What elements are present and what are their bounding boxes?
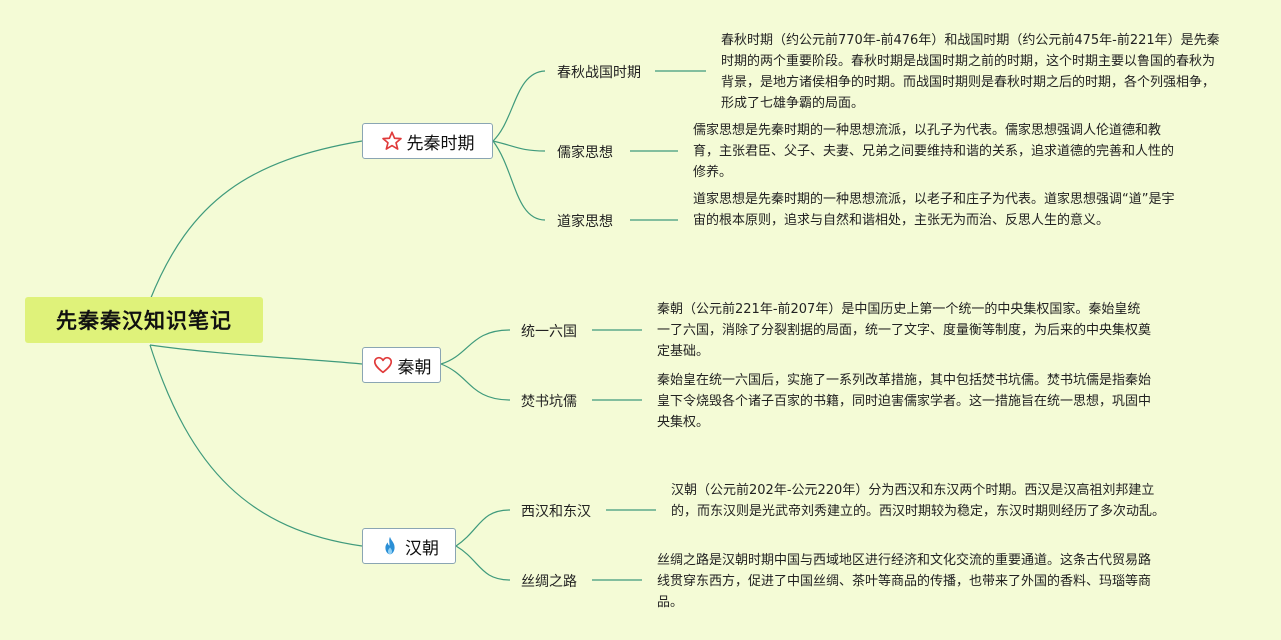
branch-label: 秦朝 [397, 357, 432, 378]
root-topic[interactable]: 先秦秦汉知识笔记 [25, 297, 263, 343]
topic-fenshu[interactable]: 焚书坑儒 [521, 394, 577, 410]
topic-rujia[interactable]: 儒家思想 [557, 145, 613, 161]
branch-label: 先秦时期 [406, 133, 475, 154]
branch-label: 汉朝 [405, 538, 439, 559]
root-title: 先秦秦汉知识笔记 [56, 309, 232, 333]
branch-han[interactable]: 汉朝 [362, 528, 456, 564]
desc-fenshu[interactable]: 秦始皇在统一六国后，实施了一系列改革措施，其中包括焚书坑儒。焚书坑儒是指秦始皇下… [657, 373, 1152, 430]
link-root-han [149, 344, 363, 547]
desc-xihan[interactable]: 汉朝（公元前202年-公元220年）分为西汉和东汉两个时期。西汉是汉高祖刘邦建立… [671, 483, 1166, 519]
topic-chunqiu[interactable]: 春秋战国时期 [557, 65, 641, 81]
link-root-qin [149, 344, 363, 365]
heart-icon [372, 354, 394, 376]
link-qin-t1 [440, 329, 511, 365]
link-qin-t2 [440, 363, 511, 401]
star-icon [381, 130, 403, 152]
link-xianqin-t1 [492, 70, 546, 142]
topic-daojia[interactable]: 道家思想 [557, 214, 613, 230]
topic-sichou[interactable]: 丝绸之路 [521, 574, 577, 590]
desc-rujia[interactable]: 儒家思想是先秦时期的一种思想流派，以孔子为代表。儒家思想强调人伦道德和教育，主张… [693, 123, 1175, 180]
fire-icon [379, 535, 401, 557]
link-han-t1 [455, 509, 511, 547]
link-root-xianqin [149, 140, 363, 301]
desc-daojia[interactable]: 道家思想是先秦时期的一种思想流派，以老子和庄子为代表。道家思想强调“道”是宇宙的… [693, 192, 1175, 228]
desc-chunqiu[interactable]: 春秋时期（约公元前770年-前476年）和战国时期（约公元前475年-前221年… [721, 33, 1220, 111]
link-han-t2 [455, 545, 511, 581]
topic-xihan[interactable]: 西汉和东汉 [521, 504, 591, 520]
link-xianqin-t3 [492, 140, 546, 221]
branch-qin[interactable]: 秦朝 [362, 347, 441, 383]
desc-tongyi[interactable]: 秦朝（公元前221年-前207年）是中国历史上第一个统一的中央集权国家。秦始皇统… [657, 302, 1152, 359]
desc-sichou[interactable]: 丝绸之路是汉朝时期中国与西域地区进行经济和文化交流的重要通道。这条古代贸易路线贯… [657, 553, 1152, 610]
topic-tongyi[interactable]: 统一六国 [521, 324, 577, 340]
branch-xianqin[interactable]: 先秦时期 [362, 123, 493, 159]
link-xianqin-t2 [492, 140, 546, 152]
